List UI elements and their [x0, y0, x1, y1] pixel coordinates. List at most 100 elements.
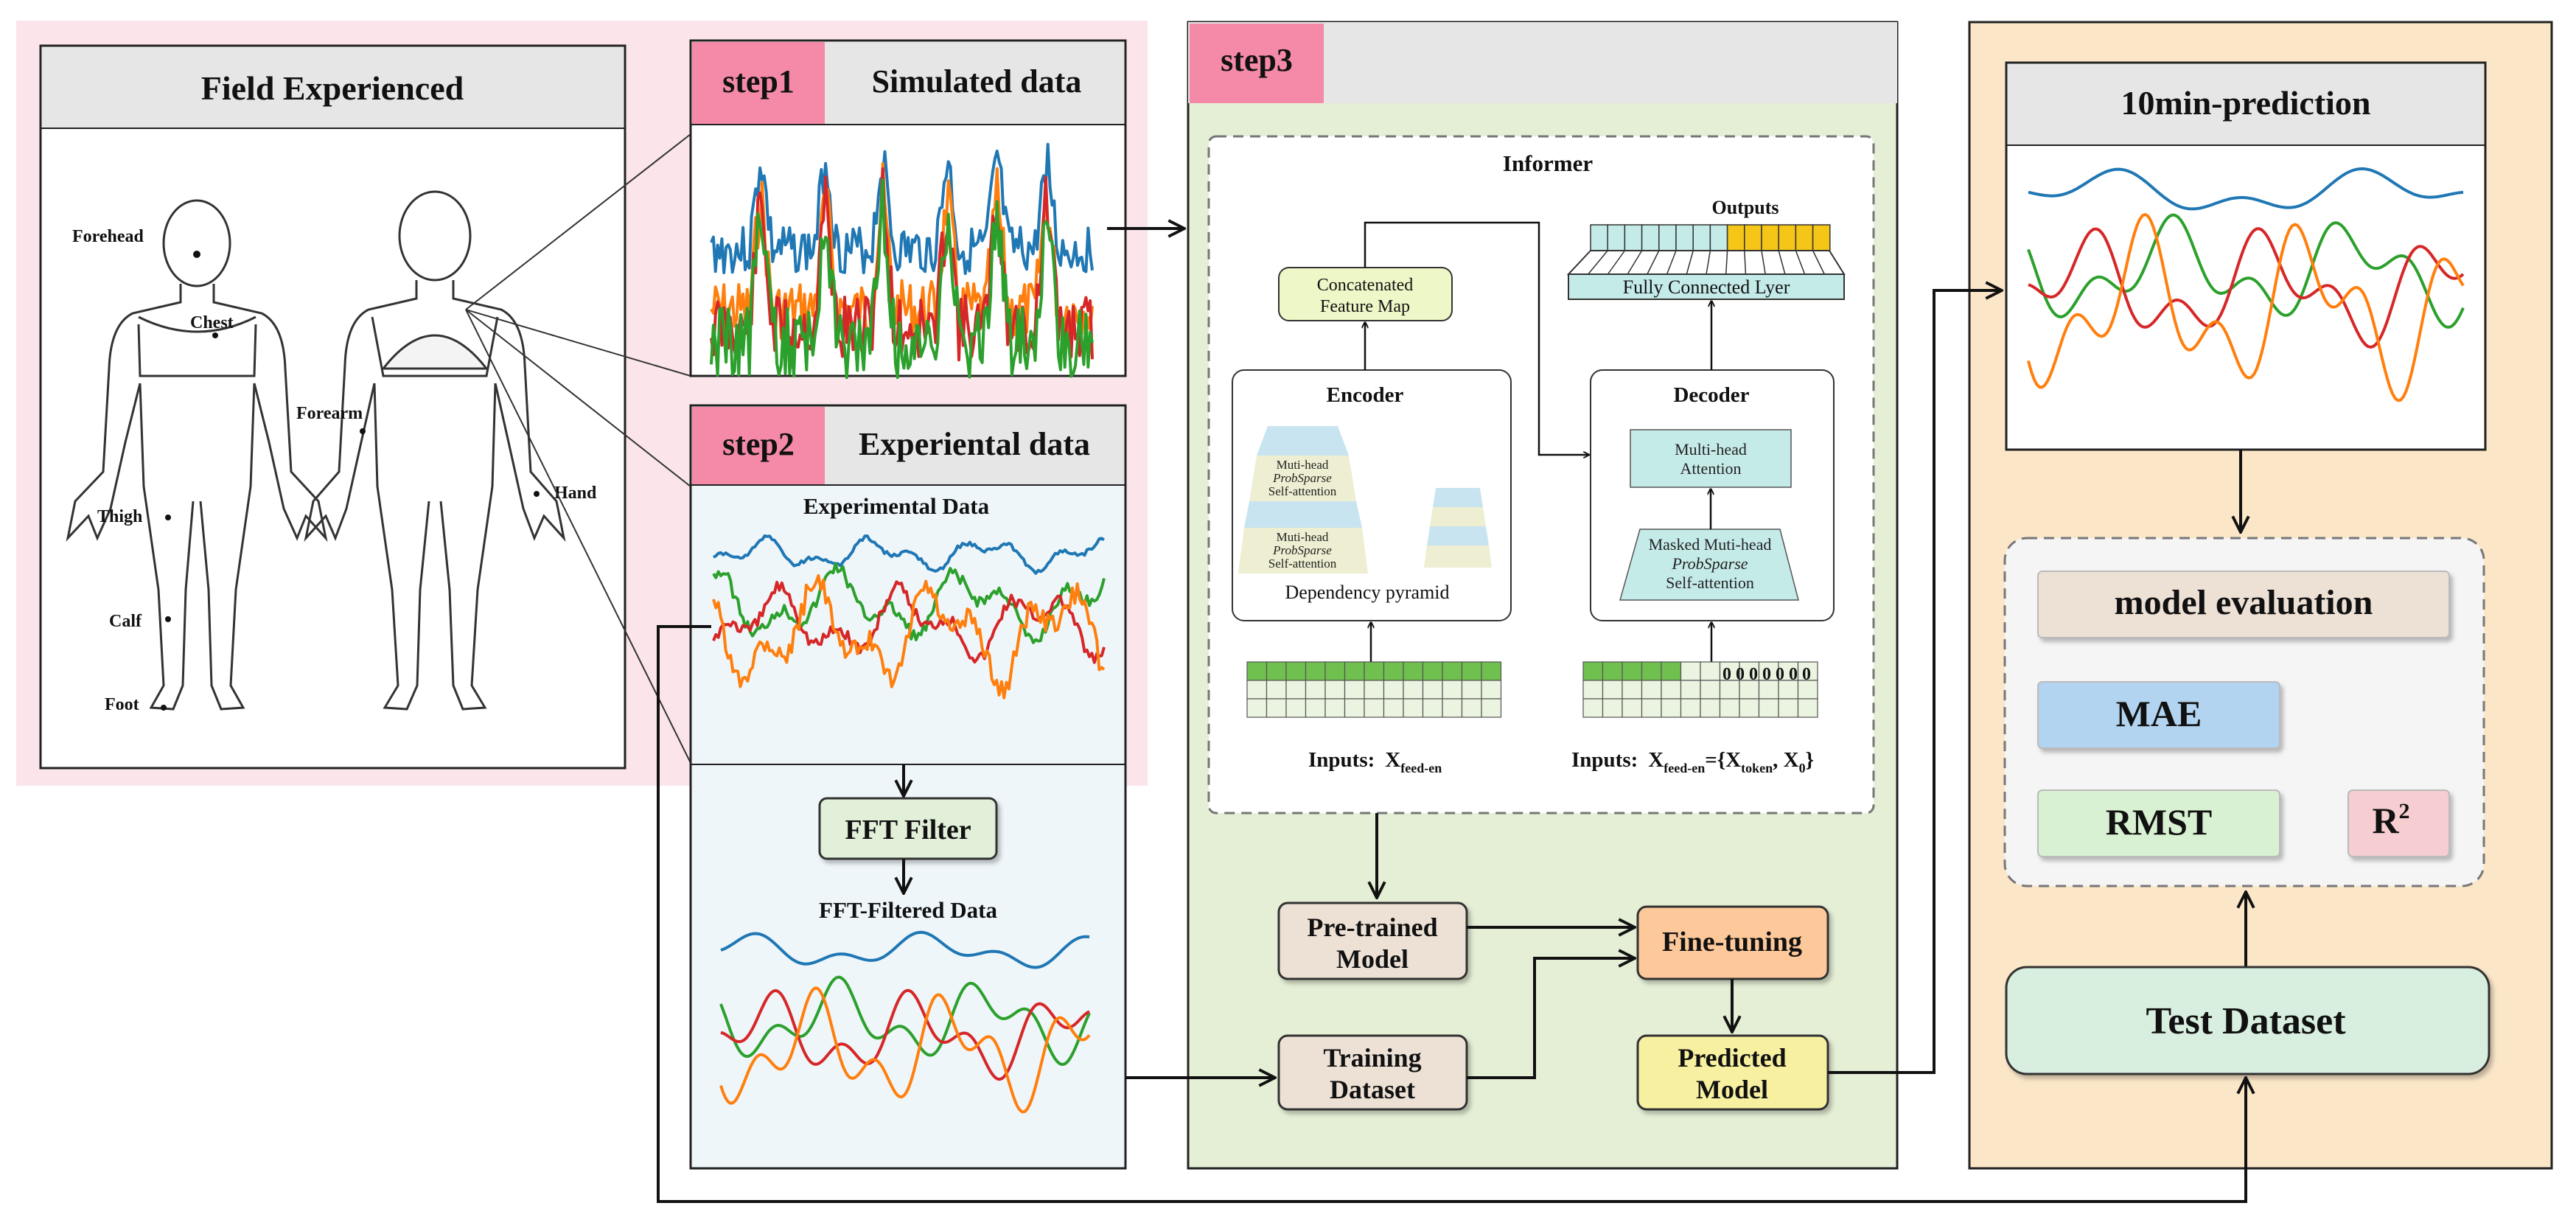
- decoder-input-cell: [1641, 698, 1662, 718]
- masked-line2: ProbSparse: [1671, 554, 1748, 573]
- encoder-lower-attn-b: ProbSparse: [1272, 543, 1332, 557]
- encoder-input-cell: [1246, 680, 1268, 700]
- decoder-input-cell: [1700, 661, 1721, 681]
- encoder-input-cell: [1403, 698, 1424, 718]
- decoder-input-tokens: [1582, 661, 1818, 718]
- model-evaluation-title: model evaluation: [2115, 583, 2373, 622]
- encoder-input-cell: [1305, 661, 1326, 681]
- encoder-title: Encoder: [1327, 383, 1404, 407]
- output-token: [1778, 224, 1797, 251]
- step1-panel: step1 Simulated data: [689, 39, 1127, 380]
- step2-title: Experiental data: [859, 426, 1090, 462]
- dependency-pyramid-label: Dependency pyramid: [1285, 582, 1449, 603]
- encoder-input-cell: [1461, 661, 1482, 681]
- decoder-inputs-label: Inputs:Xfeed-en={Xtoken, X0}: [1571, 748, 1814, 775]
- decoder-input-cell: [1622, 680, 1643, 700]
- predicted-line2: Model: [1696, 1075, 1768, 1104]
- encoder-input-cell: [1364, 680, 1385, 700]
- encoder-input-cell: [1246, 661, 1268, 681]
- field-title: Field Experienced: [201, 69, 464, 107]
- multi-head-line2: Attention: [1680, 459, 1741, 478]
- encoder-input-cell: [1383, 661, 1404, 681]
- decoder-input-cell: [1719, 661, 1740, 681]
- masked-line3: Self-attention: [1666, 573, 1754, 592]
- sensor-dots: [161, 251, 540, 711]
- decoder-input-cell: [1582, 661, 1604, 681]
- multi-head-attention-box: [1630, 429, 1792, 488]
- training-line2: Dataset: [1330, 1075, 1415, 1104]
- pred-series-green: [2027, 213, 2465, 329]
- step1-tag-label: step1: [722, 63, 795, 100]
- encoder-input-cell: [1422, 680, 1443, 700]
- experimental-data-plot: [712, 534, 1106, 700]
- decoder-input-cell: [1602, 661, 1623, 681]
- label-hand: Hand: [554, 484, 597, 503]
- exp-series-orange: [712, 573, 1106, 700]
- encoder-input-cell: [1305, 680, 1326, 700]
- informer-arrows: [1365, 221, 1711, 662]
- pretrained-line2: Model: [1336, 944, 1409, 974]
- output-token: [1812, 224, 1831, 251]
- test-dataset-box: [2005, 966, 2491, 1075]
- mae-label: MAE: [2116, 693, 2202, 734]
- masked-line1: Masked Muti-head: [1649, 535, 1772, 554]
- back-body-figure: [304, 190, 566, 711]
- fc-layer-label: Fully Connected Lyer: [1623, 276, 1790, 298]
- concat-line1: Concatenated: [1317, 276, 1414, 295]
- encoder-input-cell: [1442, 698, 1463, 718]
- encoder-input-cell: [1364, 698, 1385, 718]
- r2-box: [2348, 789, 2450, 857]
- test-dataset-label: Test Dataset: [2146, 1000, 2346, 1042]
- sim-series-blue: [710, 142, 1094, 275]
- encoder-lower-attn-a: Muti-head: [1277, 530, 1329, 544]
- encoder-input-cell: [1481, 680, 1502, 700]
- encoder-input-cell: [1246, 698, 1268, 718]
- decoder-input-cell: [1739, 661, 1760, 681]
- decoder-input-cell: [1641, 680, 1662, 700]
- step3-tag-label: step3: [1221, 42, 1293, 78]
- concat-line2: Feature Map: [1320, 297, 1410, 316]
- label-forehead: Forehead: [72, 227, 144, 246]
- prediction-title: 10min-prediction: [2121, 84, 2370, 122]
- fft-series-green: [719, 975, 1091, 1066]
- prediction-plot: [2027, 167, 2465, 402]
- output-token: [1795, 224, 1814, 251]
- decoder-input-cell: [1680, 661, 1701, 681]
- step3-tag: [1190, 24, 1324, 103]
- encoder-input-cell: [1266, 698, 1287, 718]
- encoder-input-cell: [1344, 661, 1365, 681]
- encoder-input-cell: [1442, 680, 1463, 700]
- decoder-input-cell: [1680, 680, 1701, 700]
- decoder-title: Decoder: [1673, 383, 1749, 407]
- output-token: [1675, 224, 1694, 251]
- encoder-input-cell: [1305, 698, 1326, 718]
- fc-layer-box: [1568, 273, 1845, 300]
- r2-label: R2: [2372, 799, 2409, 841]
- sim-series-green: [710, 178, 1094, 380]
- encoder-input-cell: [1324, 698, 1346, 718]
- fft-series-blue: [720, 930, 1090, 969]
- label-foot: Foot: [105, 695, 139, 714]
- pretrained-model-box: [1277, 902, 1468, 980]
- encoder-input-tokens: [1246, 661, 1502, 718]
- output-token: [1658, 224, 1677, 251]
- decoder-input-cell: [1700, 680, 1721, 700]
- encoder-input-cell: [1324, 661, 1346, 681]
- decoder-input-cell: [1582, 680, 1604, 700]
- decoder-input-cell: [1778, 698, 1799, 718]
- encoder-attn-lower-bottom: [1238, 528, 1368, 573]
- encoder-input-cell: [1364, 661, 1385, 681]
- bottom-flow-arrows: [1467, 927, 1732, 1079]
- decoder-input-cell: [1739, 680, 1760, 700]
- encoder-input-cell: [1285, 698, 1307, 718]
- encoder-input-cell: [1422, 698, 1443, 718]
- decoder-input-cell: [1661, 661, 1682, 681]
- encoder-input-cell: [1324, 680, 1346, 700]
- output-token: [1641, 224, 1660, 251]
- step2-tag-label: step2: [722, 426, 795, 462]
- encoder-attn-upper-bottom: [1249, 456, 1356, 501]
- fft-series-orange: [719, 986, 1091, 1114]
- label-calf: Calf: [109, 612, 142, 631]
- encoder-input-cell: [1481, 698, 1502, 718]
- front-body-figure: [66, 199, 328, 711]
